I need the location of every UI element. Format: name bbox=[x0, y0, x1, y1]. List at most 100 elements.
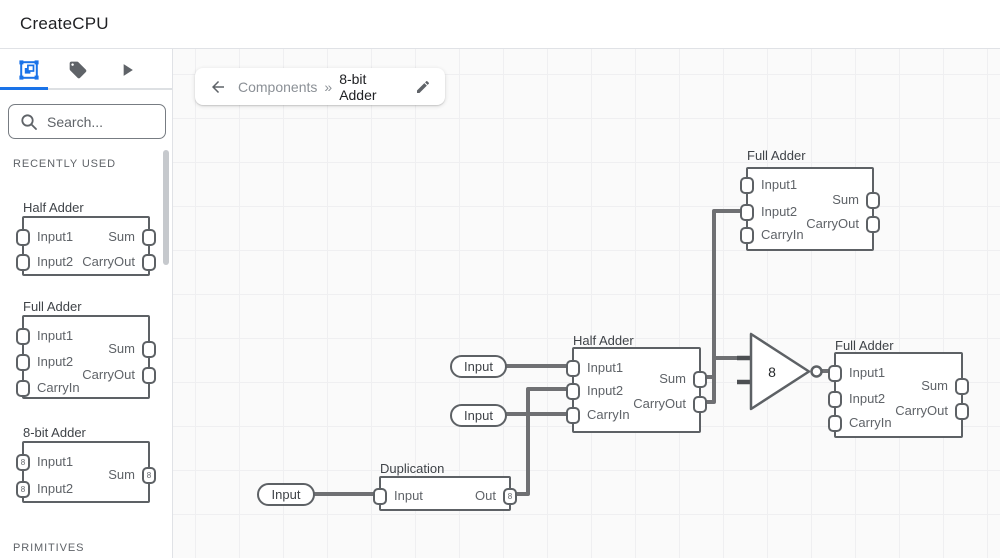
port-sum[interactable] bbox=[866, 192, 880, 209]
gate-invert-bubble[interactable] bbox=[810, 365, 823, 378]
port-label: Input2 bbox=[849, 391, 886, 406]
search-box[interactable] bbox=[8, 104, 166, 139]
port-carryin[interactable] bbox=[566, 407, 580, 424]
breadcrumb-parent[interactable]: Components bbox=[238, 78, 318, 95]
component-card-title: 8-bit Adder bbox=[23, 425, 86, 440]
port-label: CarryOut bbox=[895, 403, 948, 418]
component-card-title: Full Adder bbox=[23, 299, 82, 314]
port-label: Sum bbox=[921, 378, 948, 393]
rename-button[interactable] bbox=[415, 79, 431, 95]
component-card-8bit-adder[interactable]: 8 Input1 8 Input2 8 Sum bbox=[16, 441, 156, 503]
node-half-adder[interactable]: Input1 Input2 CarryIn Sum CarryOut bbox=[566, 347, 707, 433]
port-width-badge: 8 bbox=[146, 470, 152, 480]
port-carryout bbox=[142, 367, 156, 384]
port-label: Sum bbox=[832, 192, 859, 207]
breadcrumb: Components » 8-bit Adder bbox=[195, 68, 445, 105]
port-label: Input2 bbox=[37, 481, 74, 496]
gate-width-label: 8 bbox=[768, 364, 776, 380]
port-width-badge: 8 bbox=[20, 484, 26, 494]
component-card-half-adder[interactable]: Input1 Input2 Sum CarryOut bbox=[16, 216, 156, 276]
input-pin-label: Input bbox=[464, 359, 493, 374]
port-input2[interactable] bbox=[566, 383, 580, 400]
pencil-icon bbox=[417, 80, 430, 93]
port-label: Input1 bbox=[849, 365, 886, 380]
search-input[interactable] bbox=[47, 113, 157, 130]
port-label: Input2 bbox=[587, 383, 624, 398]
port-out[interactable]: 8 bbox=[503, 488, 517, 505]
port-label: Input1 bbox=[37, 229, 74, 244]
node-duplication[interactable]: Input 8 Out bbox=[373, 476, 517, 511]
sidebar: RECENTLY USED Half Adder Input1 Input2 S… bbox=[0, 49, 173, 558]
port-carryout[interactable] bbox=[955, 403, 969, 420]
port-label: Sum bbox=[108, 341, 135, 356]
app-header: CreateCPU bbox=[0, 0, 1000, 49]
port-input1[interactable] bbox=[828, 365, 842, 382]
port-width-badge: 8 bbox=[507, 491, 513, 501]
sidebar-tabbar bbox=[0, 49, 172, 90]
port-input[interactable] bbox=[373, 488, 387, 505]
port-label: Sum bbox=[108, 467, 135, 482]
node-title: Half Adder bbox=[573, 333, 634, 348]
port-input1 bbox=[16, 328, 30, 345]
port-label: CarryIn bbox=[849, 415, 892, 430]
port-label: CarryOut bbox=[633, 396, 686, 411]
input-pin-label: Input bbox=[464, 408, 493, 423]
port-sum[interactable] bbox=[693, 371, 707, 388]
port-input1[interactable] bbox=[740, 177, 754, 194]
port-sum[interactable] bbox=[955, 378, 969, 395]
port-input2 bbox=[16, 354, 30, 371]
input-pin-2[interactable]: Input bbox=[450, 404, 507, 427]
component-card-full-adder[interactable]: Input1 Input2 CarryIn Sum CarryOut bbox=[16, 315, 156, 399]
port-input1 bbox=[16, 229, 30, 246]
port-input2[interactable] bbox=[828, 391, 842, 408]
tab-tags[interactable] bbox=[49, 49, 106, 90]
port-label: CarryOut bbox=[82, 254, 135, 269]
input-pin-3[interactable]: Input bbox=[257, 483, 315, 506]
node-full-adder-right[interactable]: Input1 Input2 CarryIn Sum CarryOut bbox=[828, 352, 969, 438]
active-tab-indicator bbox=[0, 87, 48, 90]
port-label: Input1 bbox=[587, 360, 624, 375]
breadcrumb-current: 8-bit Adder bbox=[339, 70, 377, 103]
port-label: Input2 bbox=[761, 204, 798, 219]
port-label: Out bbox=[475, 488, 496, 503]
wire-layer: 8 bbox=[313, 209, 831, 496]
input-pin-1[interactable]: Input bbox=[450, 355, 507, 378]
wire-duplication-out-to-halfadder-input2[interactable] bbox=[515, 387, 568, 496]
selection-frame-icon bbox=[18, 59, 39, 80]
port-carryout[interactable] bbox=[693, 396, 707, 413]
port-carryin bbox=[16, 380, 30, 397]
input-pin-label: Input bbox=[271, 487, 301, 502]
port-input2[interactable] bbox=[740, 204, 754, 221]
port-input2 bbox=[16, 254, 30, 271]
gate-triangle[interactable] bbox=[749, 332, 811, 411]
tab-run[interactable] bbox=[98, 49, 155, 90]
tag-icon bbox=[69, 61, 86, 78]
section-primitives: PRIMITIVES bbox=[13, 542, 85, 554]
node-title: Duplication bbox=[380, 461, 445, 476]
port-input1[interactable] bbox=[566, 360, 580, 377]
not-gate-8bit[interactable]: 8 bbox=[749, 332, 823, 411]
port-carryin[interactable] bbox=[828, 415, 842, 432]
port-label: CarryIn bbox=[37, 380, 80, 395]
port-label: CarryOut bbox=[82, 367, 135, 382]
back-button[interactable] bbox=[209, 78, 227, 96]
port-sum bbox=[142, 229, 156, 246]
breadcrumb-separator: » bbox=[324, 78, 333, 95]
tab-components[interactable] bbox=[0, 49, 57, 90]
arrow-left-icon bbox=[212, 80, 224, 93]
search-icon bbox=[21, 113, 37, 130]
port-label: Input1 bbox=[37, 328, 74, 343]
node-full-adder-top[interactable]: Input1 Input2 CarryIn Sum CarryOut bbox=[740, 167, 880, 251]
port-carryin[interactable] bbox=[740, 227, 754, 244]
wire-halfadder-carryout-to-fulladder-input2[interactable] bbox=[705, 209, 743, 404]
port-input2: 8 bbox=[16, 481, 30, 498]
sidebar-scrollbar[interactable] bbox=[163, 150, 169, 265]
port-carryout bbox=[142, 254, 156, 271]
port-sum: 8 bbox=[142, 467, 156, 484]
port-label: CarryIn bbox=[761, 227, 804, 242]
port-label: Input1 bbox=[37, 454, 74, 469]
node-title: Full Adder bbox=[747, 148, 806, 163]
circuit-canvas[interactable]: 8 Components » 8-bit Adder Full Adder In bbox=[173, 49, 1000, 558]
port-carryout[interactable] bbox=[866, 216, 880, 233]
